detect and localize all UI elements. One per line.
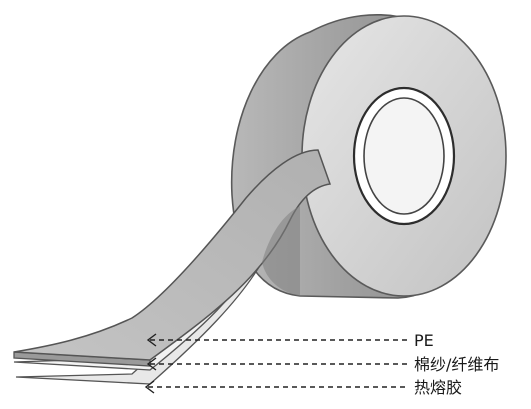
leader-adhesive bbox=[144, 380, 408, 394]
strip-roll-shadow bbox=[262, 206, 300, 296]
tape-strip bbox=[13, 149, 332, 385]
label-cloth: 棉纱/纤维布 bbox=[414, 355, 499, 374]
leader-cloth bbox=[146, 357, 408, 371]
strip-layer-pe bbox=[13, 149, 332, 361]
label-pe: PE bbox=[414, 331, 434, 350]
tape-roll-core-hole bbox=[363, 97, 445, 215]
label-adhesive: 热熔胶 bbox=[414, 378, 462, 397]
leader-pe bbox=[146, 333, 408, 347]
